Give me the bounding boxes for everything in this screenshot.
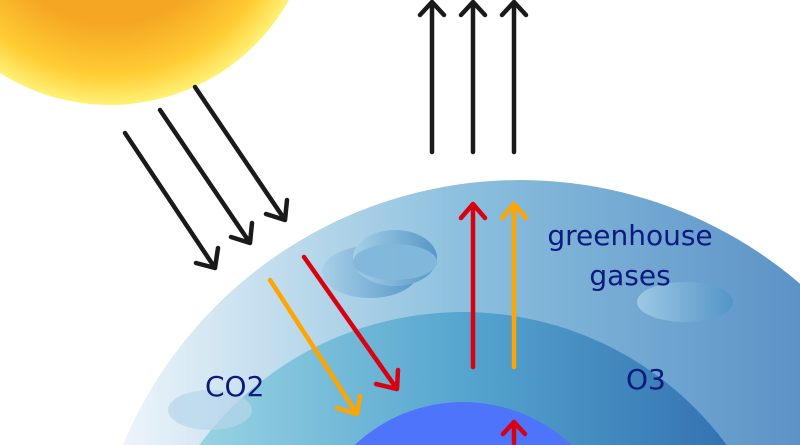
sun: [0, 0, 289, 105]
sunlight-arrow: [157, 107, 255, 246]
orange-arrow-down: [267, 277, 363, 417]
label-co2: CO2: [205, 370, 265, 403]
infrared-arrows: [267, 201, 529, 445]
label-o3: O3: [626, 363, 666, 396]
escaping-arrows: [417, 0, 529, 155]
label-greenhouse: greenhouse: [547, 219, 713, 252]
sunlight-arrow: [192, 84, 290, 223]
atmosphere-inner: [199, 312, 727, 445]
orange-arrow-up: [499, 201, 529, 370]
escaping-arrow: [458, 0, 488, 155]
escaping-arrow: [417, 0, 447, 155]
label-gases: gases: [589, 259, 671, 292]
sunlight-arrows: [122, 84, 290, 271]
cloud-icon: [637, 282, 733, 322]
cloud-icon: [322, 230, 437, 298]
escaping-arrow: [499, 0, 529, 155]
cloud-icon: [168, 390, 252, 430]
red-arrow-up: [458, 201, 488, 370]
red-arrow-up-earth: [500, 419, 528, 445]
label-greenhouse-gases: greenhouse gases: [535, 222, 725, 290]
sunlight-arrow: [122, 130, 221, 271]
earth: [354, 402, 572, 445]
red-arrow-down: [301, 254, 401, 392]
